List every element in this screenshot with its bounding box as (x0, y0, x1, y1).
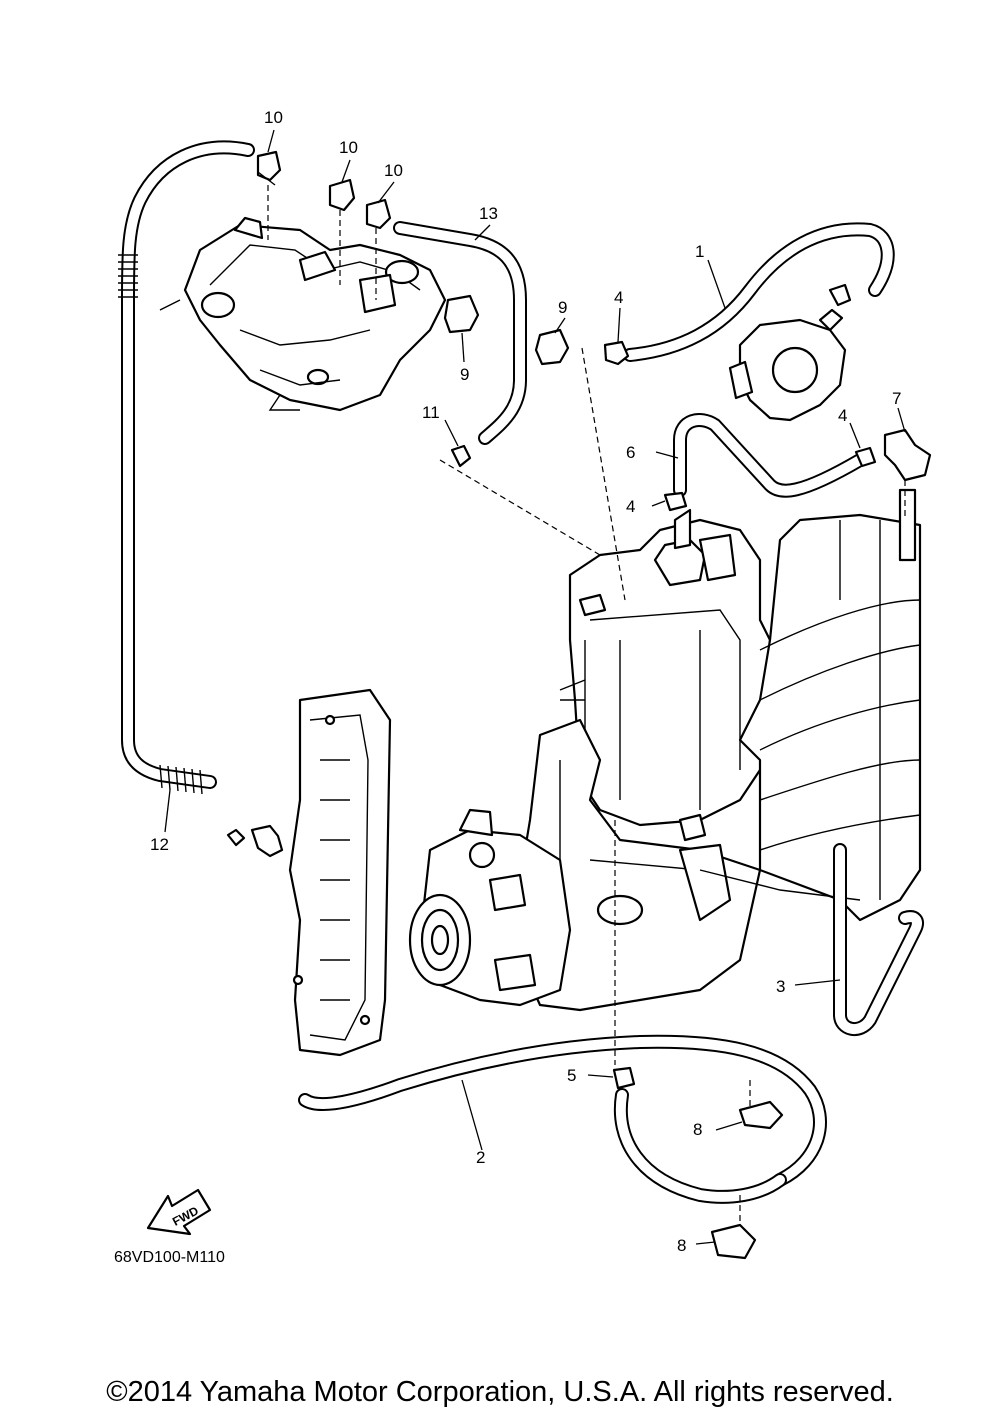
callout-6: 6 (626, 443, 635, 462)
hose-3 (833, 843, 924, 1036)
copyright-notice: ©2014 Yamaha Motor Corporation, U.S.A. A… (106, 1376, 894, 1408)
callout-10-b: 10 (339, 138, 358, 157)
hose-5-branch (613, 1088, 787, 1204)
callout-10-a: 10 (264, 108, 283, 127)
hose-1 (623, 222, 895, 362)
throttle-body (408, 808, 572, 1007)
callout-8-b: 8 (677, 1236, 686, 1255)
hose-2 (298, 1034, 827, 1187)
callout-1: 1 (695, 242, 704, 261)
clamp-4-b (663, 491, 688, 512)
clamp-4-c (854, 446, 877, 468)
callout-8-a: 8 (693, 1120, 702, 1139)
callout-5: 5 (567, 1066, 576, 1085)
clamp-5 (612, 1066, 636, 1090)
clamp-11 (450, 444, 472, 468)
callout-4-c: 4 (838, 406, 847, 425)
callout-10-c: 10 (384, 161, 403, 180)
hose-fitting-12 (226, 824, 284, 858)
hose-6 (673, 413, 867, 498)
callout-13: 13 (479, 204, 498, 223)
hose-12 (118, 140, 255, 795)
callout-9-a: 9 (460, 365, 469, 384)
cover-plate (288, 688, 392, 1057)
drawing-code: 68VD100-M110 (114, 1249, 225, 1266)
callout-7: 7 (892, 389, 901, 408)
clamp-4-a (603, 340, 630, 366)
callout-4-a: 4 (614, 288, 623, 307)
clamp-9-b (534, 328, 570, 366)
callout-4-b: 4 (626, 497, 635, 516)
intake-manifold (738, 488, 922, 922)
clamp-10-a (256, 150, 282, 186)
callout-9-b: 9 (558, 298, 567, 317)
callout-2: 2 (476, 1148, 485, 1167)
upper-bracket-assembly (159, 216, 447, 412)
clamp-10-c (365, 198, 392, 230)
joint-7 (883, 428, 932, 482)
clamp-10-b (328, 178, 356, 212)
vapor-separator (559, 508, 772, 842)
fwd-arrow-icon: FWD (146, 1188, 212, 1236)
fuel-pump (728, 283, 852, 422)
callout-12: 12 (150, 835, 169, 854)
holder-8-a (738, 1100, 784, 1130)
holder-8-b (710, 1223, 757, 1260)
callout-3: 3 (776, 977, 785, 996)
hose-13 (393, 221, 527, 445)
clamp-9-a (443, 294, 480, 334)
callout-11: 11 (422, 403, 440, 422)
